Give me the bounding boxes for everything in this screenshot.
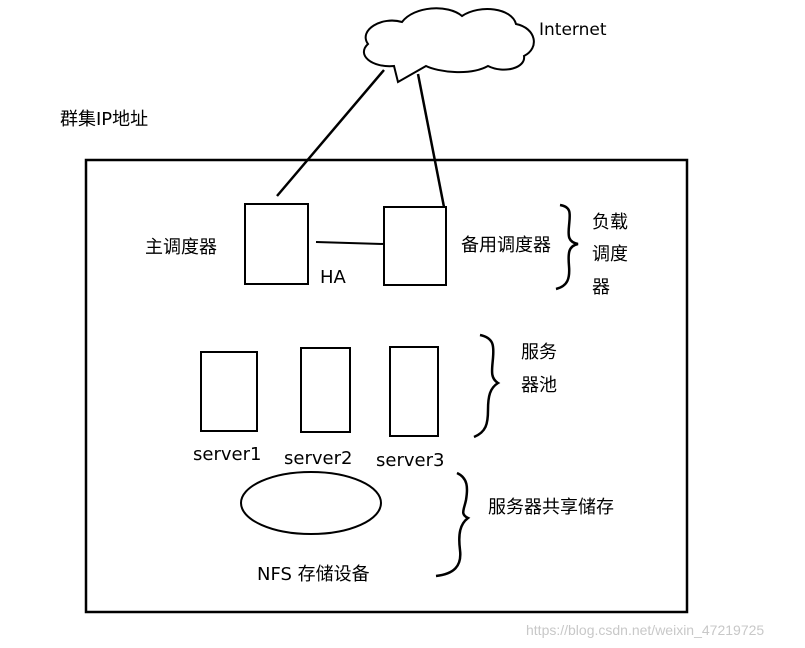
server1-label: server1	[193, 444, 262, 465]
primary-scheduler-box	[244, 203, 309, 285]
link-cloud-backup	[416, 73, 446, 208]
cluster-boundary	[84, 158, 689, 614]
server3-box	[389, 346, 439, 437]
server1-box	[200, 351, 258, 432]
server-pool-label-line1: 服务	[521, 342, 557, 363]
nfs-storage-label: NFS 存储设备	[257, 564, 370, 585]
shared-storage-label: 服务器共享储存	[488, 497, 614, 518]
server-pool-label-line2: 器池	[521, 375, 557, 396]
primary-scheduler-label: 主调度器	[145, 237, 217, 258]
cluster-ip-label: 群集IP地址	[60, 109, 149, 130]
ha-link	[315, 241, 385, 245]
nfs-storage-ellipse	[240, 471, 382, 535]
load-balancer-label-line1: 负载	[592, 212, 628, 233]
ha-label: HA	[320, 267, 346, 288]
brace-server-pool	[473, 333, 501, 439]
brace-shared-storage	[435, 471, 471, 578]
backup-scheduler-box	[383, 206, 447, 286]
backup-scheduler-label: 备用调度器	[461, 235, 551, 256]
brace-load-balancer	[555, 203, 579, 291]
load-balancer-label-line2: 调度	[592, 244, 628, 265]
server3-label: server3	[376, 450, 445, 471]
internet-label: Internet	[539, 20, 607, 40]
watermark-text: https://blog.csdn.net/weixin_47219725	[526, 622, 765, 638]
load-balancer-label-line3: 器	[592, 277, 610, 298]
server2-box	[300, 347, 351, 433]
internet-cloud	[362, 7, 535, 84]
server2-label: server2	[284, 448, 353, 469]
link-cloud-primary	[276, 69, 385, 197]
